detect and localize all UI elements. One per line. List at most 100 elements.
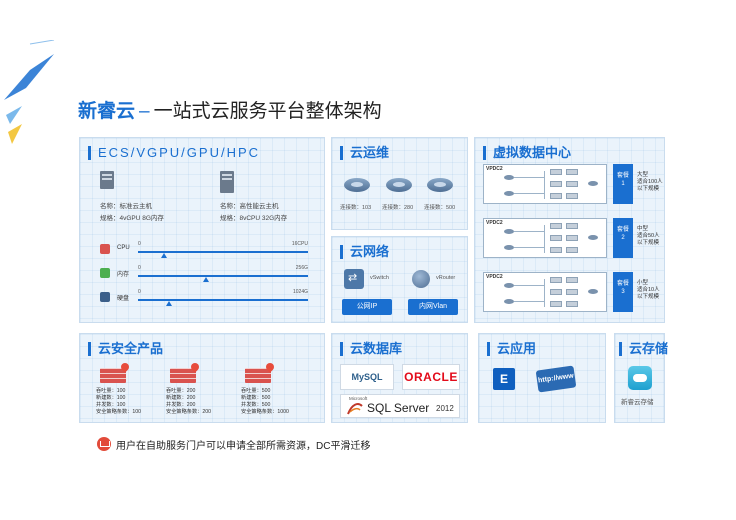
link-line (514, 231, 544, 232)
vdc-package-desc: 中型适合50人以下规模 (637, 226, 660, 247)
server1-name: 名称：标准云主机 (100, 203, 152, 210)
ops-panel: 云运维 连接数：103 连接数：280 连接数：500 (331, 137, 468, 230)
vdc-tag-line2: 3 (621, 289, 625, 295)
vrouter-label: vRouter (436, 275, 456, 281)
router-icon (504, 175, 514, 180)
firewall-icon (100, 368, 126, 383)
oracle-logo: ORACLE (402, 364, 460, 390)
vlan-button[interactable]: 内网Vlan (408, 299, 458, 315)
footer-text: 用户在自助服务门户可以申请全部所需资源，DC平滑迁移 (116, 441, 371, 452)
apps-panel: 云应用 E http://www (478, 333, 606, 423)
vdc-diagram-label: VPDC2 (486, 220, 503, 226)
vm-icon (550, 181, 562, 187)
vdc-tag-line1: 套餐 (616, 281, 629, 287)
vdc-diagram: VPDC2 (483, 218, 607, 258)
vm-icon (550, 301, 562, 307)
link-line (544, 171, 545, 199)
exchange-icon: E (493, 368, 515, 390)
vdc-diagram-label: VPDC2 (486, 274, 503, 280)
sqlserver-main-text: SQL Server (367, 401, 430, 415)
resource-bar (138, 299, 308, 301)
link-line (514, 177, 544, 178)
public-ip-button[interactable]: 公网IP (342, 299, 392, 315)
storage-panel: 云存储 新睿云存储 (614, 333, 668, 423)
sqlserver-logo: Microsoft SQL Server 2012 (340, 394, 460, 418)
server-icon (100, 171, 114, 189)
server-icon (220, 171, 234, 193)
security-title: 云安全产品 (88, 342, 163, 356)
router-icon (386, 178, 412, 192)
router-icon (504, 245, 514, 250)
security-spec-line: 安全策略条数：100 (96, 409, 141, 415)
vm-icon (550, 223, 562, 229)
mysql-logo: MySQL (340, 364, 394, 390)
vdc-diagram: VPDC2 (483, 272, 607, 312)
server1-spec: 规格：4vGPU 8G内存 (100, 215, 164, 222)
database-title: 云数据库 (340, 342, 402, 356)
page-title: 新睿云–一站式云服务平台整体架构 (78, 96, 382, 123)
vm-icon (566, 289, 578, 295)
resource-label: 硬盘 (117, 296, 130, 302)
vm-icon (566, 169, 578, 175)
resource-label: CPU (117, 245, 130, 251)
title-separator: – (139, 101, 150, 122)
vdc-desc-scale: 以下规模 (637, 186, 660, 192)
router-icon (504, 299, 514, 304)
security-spec-line: 新建数：100 (96, 395, 126, 401)
apps-title: 云应用 (487, 342, 536, 356)
vdc-desc-users: 适合50人 (637, 233, 660, 239)
router-icon (427, 178, 453, 192)
firewall-icon (170, 368, 196, 383)
vdc-desc-scale: 以下规模 (637, 294, 660, 300)
vm-icon (566, 223, 578, 229)
vm-icon (566, 247, 578, 253)
resource-level-marker[interactable] (203, 277, 209, 282)
ecs-title: ECS/VGPU/GPU/HPC (88, 146, 260, 160)
cloud-storage-icon (628, 366, 652, 390)
vm-icon (550, 247, 562, 253)
vm-icon (566, 193, 578, 199)
vswitch-label: vSwitch (370, 275, 389, 281)
vdc-desc-size: 中型 (637, 226, 649, 232)
ops-item-2: 连接数：280 (382, 205, 414, 211)
vdc-diagram-label: VPDC2 (486, 166, 503, 172)
switch-icon (344, 269, 364, 289)
vdc-tag-line1: 套餐 (616, 173, 629, 179)
storage-title: 云存储 (619, 342, 668, 356)
vdc-tag-line1: 套餐 (616, 227, 629, 233)
sqlserver-small-text: Microsoft (349, 396, 368, 401)
vm-icon (550, 277, 562, 283)
link-line (514, 285, 544, 286)
link-line (514, 301, 544, 302)
link-line (544, 279, 545, 307)
resource-bar (138, 275, 308, 277)
security-spec-line: 吞吐量：200 (166, 388, 196, 394)
resource-min: 0 (138, 241, 141, 247)
ops-item-1: 连接数：103 (340, 205, 372, 211)
router-icon (504, 229, 514, 234)
resource-bar (138, 251, 308, 253)
resource-label: 内存 (117, 272, 130, 278)
firewall-icon (245, 368, 271, 383)
vdc-package-desc: 大型适合100人以下规模 (637, 172, 663, 193)
security-spec-line: 并发数：100 (96, 402, 126, 408)
router-icon (504, 191, 514, 196)
resource-level-marker[interactable] (161, 253, 167, 258)
security-spec-line: 新建数：200 (166, 395, 196, 401)
vdc-desc-size: 小型 (637, 280, 649, 286)
vdc-package-desc: 小型适合10人以下规模 (637, 280, 660, 301)
link-line (514, 193, 544, 194)
resource-level-marker[interactable] (166, 301, 172, 306)
vdc-desc-users: 适合10人 (637, 287, 660, 293)
ops-title: 云运维 (340, 146, 389, 160)
vdc-package-tag[interactable]: 套餐 3 (613, 272, 633, 312)
